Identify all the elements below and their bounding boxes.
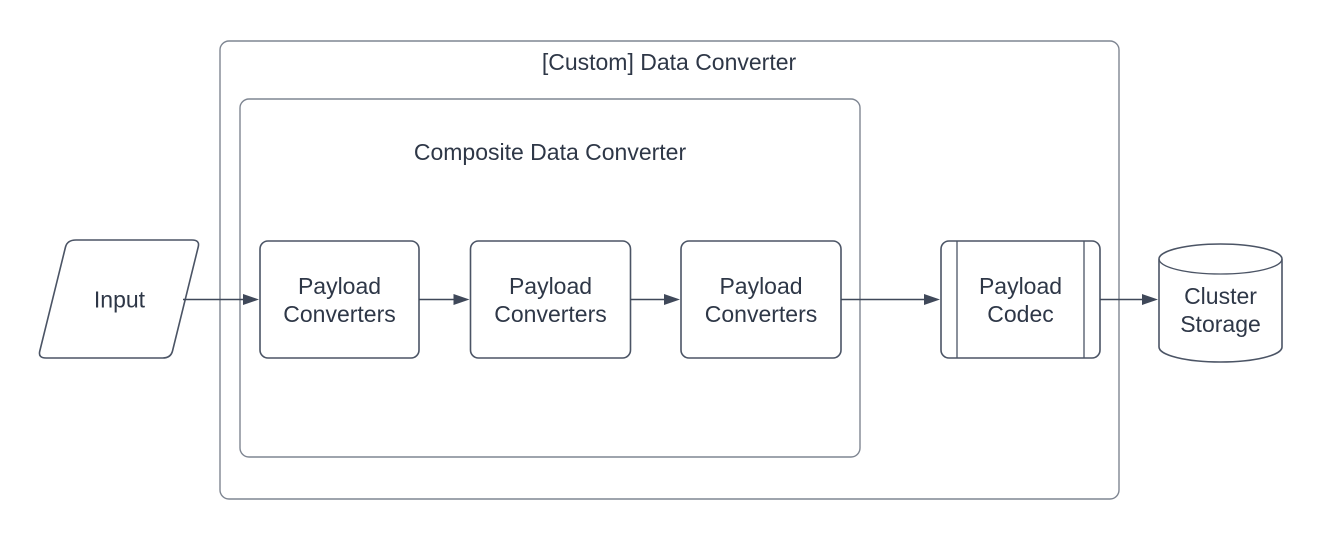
input-shape xyxy=(38,239,200,359)
node-input: Input xyxy=(38,239,200,359)
node-cluster-storage: Cluster Storage xyxy=(1158,243,1283,363)
payload-converters-1-label-line2: Converters xyxy=(283,301,395,327)
arrow-head xyxy=(243,294,259,305)
cluster-storage-label-line1: Cluster xyxy=(1184,283,1257,309)
arrow-head xyxy=(664,294,680,305)
arrow-head xyxy=(924,294,940,305)
edge-codec-to-storage xyxy=(1100,294,1158,305)
input-label: Input xyxy=(94,287,146,313)
node-payload-converters-3: Payload Converters xyxy=(680,240,842,359)
payload-converters-3-shape xyxy=(680,240,842,359)
payload-codec-label-line1: Payload xyxy=(979,273,1062,299)
node-payload-codec: Payload Codec xyxy=(940,240,1101,359)
payload-converters-2-label-line1: Payload xyxy=(509,273,592,299)
payload-converters-3-label-line1: Payload xyxy=(719,273,802,299)
payload-codec-label-line2: Codec xyxy=(987,301,1053,327)
payload-converters-2-shape xyxy=(469,240,632,359)
edge-input-to-converters1 xyxy=(183,294,259,305)
edge-converters2-to-converters3 xyxy=(630,294,680,305)
node-payload-converters-1: Payload Converters xyxy=(259,240,420,359)
node-payload-converters-2: Payload Converters xyxy=(469,240,632,359)
payload-converters-3-label-line2: Converters xyxy=(705,301,817,327)
payload-converters-2-label-line2: Converters xyxy=(494,301,606,327)
cluster-storage-top-rim xyxy=(1158,258,1283,275)
composite-data-converter-title: Composite Data Converter xyxy=(414,139,687,165)
payload-codec-shape xyxy=(940,240,1101,359)
arrow-head xyxy=(1142,294,1158,305)
edge-converters1-to-converters2 xyxy=(419,294,470,305)
edge-converters3-to-codec xyxy=(841,294,940,305)
payload-converters-1-label-line1: Payload xyxy=(298,273,381,299)
payload-converters-1-shape xyxy=(259,240,420,359)
cluster-storage-shape xyxy=(1158,243,1283,363)
arrow-head xyxy=(453,294,470,305)
custom-data-converter-title: [Custom] Data Converter xyxy=(542,49,797,75)
cluster-storage-label-line2: Storage xyxy=(1180,311,1261,337)
